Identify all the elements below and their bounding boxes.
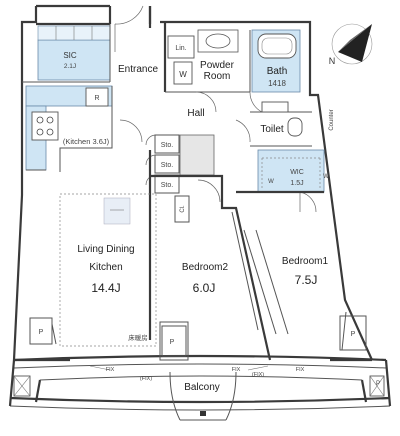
sic-room: [22, 24, 111, 83]
bedroom2-label: Bedroom2: [182, 262, 229, 273]
balcony-area: [8, 354, 392, 421]
bedroom1-size: 7.5J: [295, 273, 318, 287]
bedroom2-room: [150, 174, 272, 361]
labels: SIC 2.1J Entrance Lin. W Powder Room Bat…: [39, 45, 380, 393]
living-label-1: Living Dining: [77, 244, 134, 255]
wic-shelf-left: W: [268, 179, 274, 185]
powder-bath-block: [163, 22, 301, 113]
pipe-space-3: P: [351, 331, 356, 338]
wic-shelf-right: W: [323, 174, 329, 180]
sic-size: 2.1J: [64, 63, 76, 70]
balcony-label: Balcony: [184, 382, 220, 393]
hall-label: Hall: [187, 108, 204, 119]
fix-mark-3: FIX: [232, 367, 241, 373]
fix-mark-5: FIX: [296, 367, 305, 373]
pipe-space-1: P: [39, 329, 44, 336]
living-room: [29, 150, 157, 347]
linen-label: Lin.: [175, 45, 186, 52]
bath-label: Bath: [267, 66, 288, 77]
counter-label: Counter: [329, 109, 335, 130]
fix-mark-1: FIX: [106, 367, 115, 373]
pipe-space-2: P: [170, 339, 175, 346]
bedroom1-label: Bedroom1: [282, 256, 329, 267]
compass-label: N: [329, 56, 336, 66]
floor-heating-label: 床暖房: [128, 333, 148, 342]
toilet-label: Toilet: [260, 124, 284, 135]
fix-mark-2: (FIX): [140, 376, 152, 382]
kitchen-label: (Kitchen 3.6J): [63, 137, 110, 146]
wic-room: [257, 149, 325, 213]
storage-label-3: Sto.: [161, 182, 174, 189]
toilet-room: [235, 101, 312, 147]
storage-label-1: Sto.: [161, 142, 174, 149]
sic-label: SIC: [63, 51, 77, 60]
outer-walls: [12, 4, 374, 362]
entrance-label: Entrance: [118, 64, 158, 75]
entrance-door[interactable]: [114, 5, 144, 52]
bedroom1-room: [236, 190, 367, 351]
powder-room-line2: Room: [204, 71, 231, 82]
living-label-2: Kitchen: [89, 262, 122, 273]
bath-size: 1418: [268, 79, 286, 88]
wic-label: WIC: [290, 169, 304, 176]
pipe-space-4: P: [376, 381, 380, 387]
wic-size: 1.5J: [290, 180, 303, 187]
refrigerator-label: R: [94, 95, 99, 102]
compass-icon: [331, 23, 373, 65]
washer-label: W: [179, 70, 187, 79]
closet-label: Cl.: [180, 205, 186, 213]
powder-room-line1: Powder: [200, 60, 235, 71]
fix-mark-4: (FIX): [252, 372, 264, 378]
living-size: 14.4J: [91, 281, 120, 295]
window-marks: [89, 365, 269, 371]
storage-label-2: Sto.: [161, 162, 174, 169]
bedroom2-size: 6.0J: [193, 281, 216, 295]
kitchen-area: [25, 85, 143, 172]
